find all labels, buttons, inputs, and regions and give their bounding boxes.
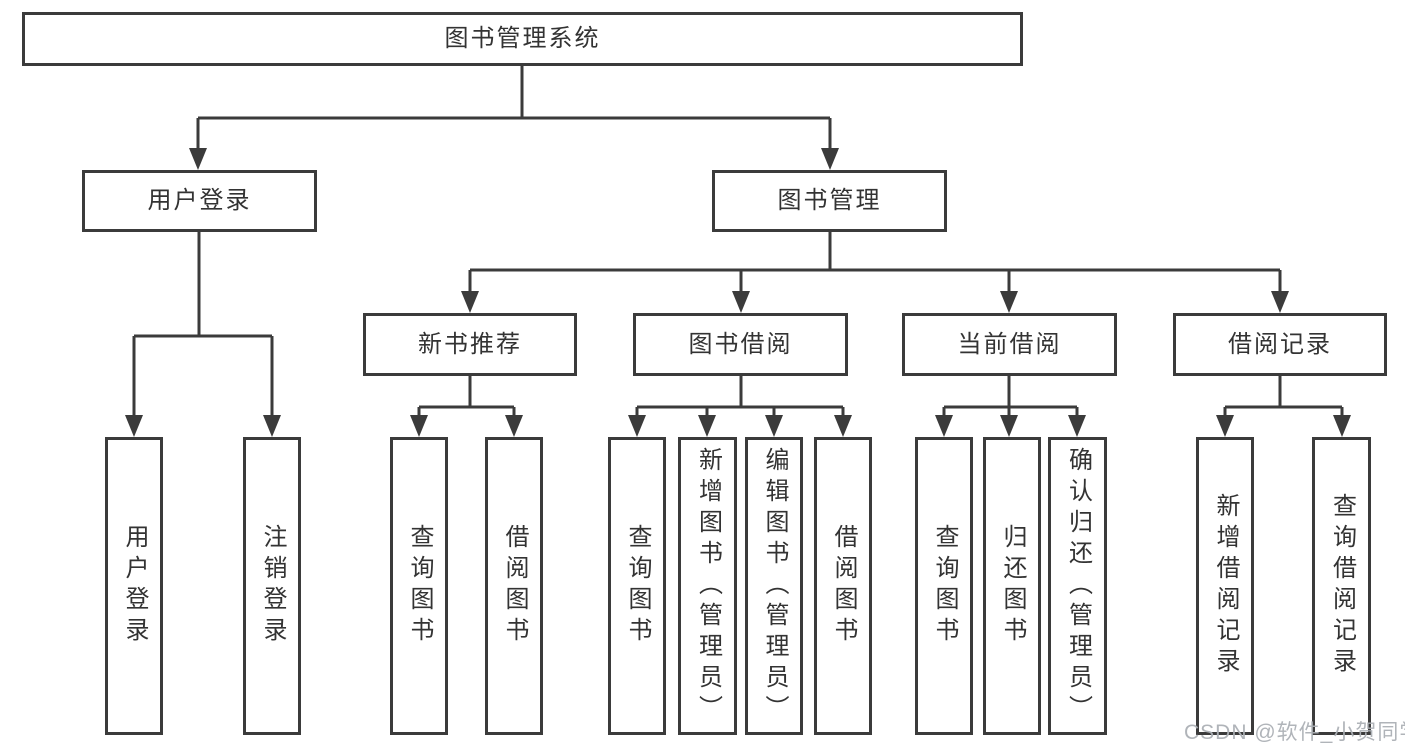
leaf-label: 归还图书 [999, 524, 1026, 648]
leaf-logout: 注销登录 [243, 437, 301, 735]
leaf-current-return-books: 归还图书 [983, 437, 1041, 735]
leaf-label: 编辑图书（管理员） [761, 446, 788, 726]
leaf-label: 新增图书（管理员） [694, 446, 722, 726]
leaf-label: 查询借阅记录 [1328, 493, 1356, 679]
arrowheads [125, 148, 1351, 437]
node-label: 图书借阅 [688, 330, 793, 358]
leaf-recommend-query-books: 查询图书 [390, 437, 448, 735]
leaf-label: 查询图书 [931, 524, 958, 648]
leaf-borrow-edit-books-admin: 编辑图书（管理员） [745, 437, 803, 735]
leaf-borrow-add-books-admin: 新增图书（管理员） [678, 437, 737, 735]
leaf-records-add-record: 新增借阅记录 [1196, 437, 1254, 735]
node-label: 新书推荐 [418, 330, 522, 358]
leaf-borrow-query-books: 查询图书 [608, 437, 666, 735]
leaf-label: 确认归还（管理员） [1064, 446, 1092, 726]
node-book-borrow: 图书借阅 [633, 313, 848, 376]
node-system-root: 图书管理系统 [22, 12, 1023, 66]
node-current-borrow: 当前借阅 [902, 313, 1117, 376]
leaf-user-login: 用户登录 [105, 437, 163, 735]
node-label: 用户登录 [147, 187, 252, 214]
leaf-label: 注销登录 [259, 524, 286, 648]
node-label: 图书管理系统 [444, 25, 601, 52]
leaf-current-query-books: 查询图书 [915, 437, 973, 735]
node-label: 借阅记录 [1228, 330, 1332, 358]
csdn-watermark: CSDN @软件_小贺同学 [1184, 721, 1405, 744]
leaf-label: 借阅图书 [830, 524, 857, 648]
leaf-current-confirm-return-admin: 确认归还（管理员） [1048, 437, 1107, 735]
leaf-label: 用户登录 [121, 524, 148, 648]
leaf-label: 借阅图书 [501, 524, 528, 648]
node-label: 当前借阅 [957, 330, 1062, 358]
node-user-login: 用户登录 [82, 170, 317, 232]
node-book-management: 图书管理 [712, 170, 947, 232]
leaf-label: 新增借阅记录 [1212, 493, 1239, 679]
leaf-borrow-borrow-books: 借阅图书 [814, 437, 872, 735]
leaf-label: 查询图书 [406, 524, 433, 648]
node-borrow-records: 借阅记录 [1173, 313, 1387, 376]
node-new-book-recommend: 新书推荐 [363, 313, 577, 376]
leaf-records-query-record: 查询借阅记录 [1312, 437, 1371, 735]
node-label: 图书管理 [777, 187, 882, 214]
leaf-recommend-borrow-books: 借阅图书 [485, 437, 543, 735]
leaf-label: 查询图书 [624, 524, 651, 648]
